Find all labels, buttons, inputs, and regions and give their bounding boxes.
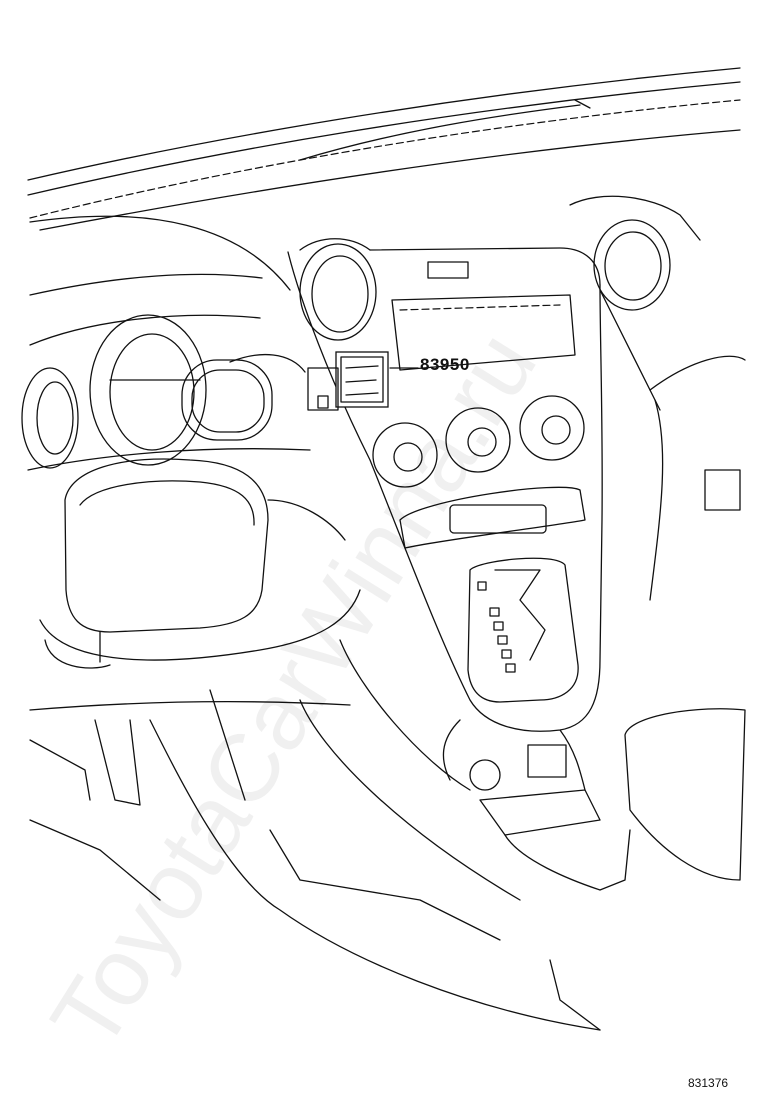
figure-id: 831376: [688, 1076, 729, 1090]
windshield-outline: [27, 67, 741, 231]
floor-pedals: [29, 639, 601, 1031]
steering-wheel: [39, 458, 361, 669]
instrument-cluster: [21, 314, 311, 471]
dash-top-outline: [29, 195, 701, 411]
right-door-seat: [624, 355, 746, 881]
center-stack: [287, 219, 671, 891]
switch-module: [307, 351, 419, 411]
callout-part-number: 83950: [420, 355, 470, 374]
